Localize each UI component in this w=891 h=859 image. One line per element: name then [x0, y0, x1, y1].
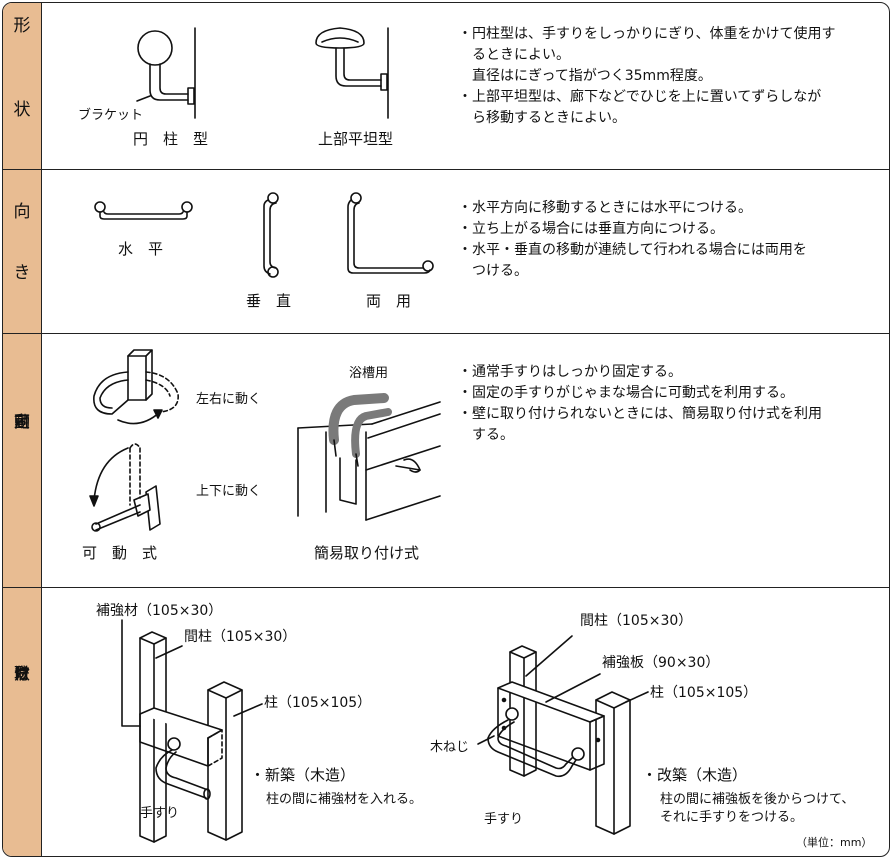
cylinder-type-label: 円 柱 型 — [133, 130, 209, 148]
bathtub-handrail-illustration — [298, 398, 440, 520]
renovation-desc-1: 柱の間に補強板を後からつけて、 — [660, 792, 855, 807]
bathtub-label: 浴槽用 — [349, 366, 389, 381]
vertical-rail-illustration — [264, 193, 278, 277]
side-direction-bottom: き — [13, 263, 31, 283]
movable-lr-illustration — [94, 350, 178, 424]
new-construction-title: ・新築（木造） — [250, 766, 356, 784]
right-pillar-label: 柱（105×105） — [650, 685, 758, 701]
side-shape-bottom: 状 — [13, 100, 31, 120]
divider-3 — [3, 587, 889, 588]
combined-rail-illustration — [348, 193, 433, 273]
flat-type-label: 上部平坦型 — [318, 130, 394, 148]
cylinder-handrail-illustration — [137, 28, 195, 118]
side-shape-top: 形 — [13, 16, 31, 36]
side-direction-top: 向 — [13, 202, 31, 222]
reinforcement-label: 補強材（105×30） — [96, 603, 223, 619]
movable-ud-illustration — [90, 444, 160, 531]
board-label: 補強板（90×30） — [602, 655, 720, 671]
left-pillar-label: 柱（105×105） — [264, 695, 372, 711]
renovation-desc-2: それに手すりをつける。 — [660, 810, 804, 825]
shape-notes: ・円柱型は、手すりをしっかりにぎり、体重をかけて使用す るときによい。 直径はに… — [458, 26, 836, 126]
renovation-title: ・改築（木造） — [642, 766, 748, 784]
right-stud-label: 間柱（105×30） — [580, 613, 693, 629]
new-construction-illustration — [122, 620, 262, 842]
right-handrail-label: 手すり — [484, 812, 524, 827]
left-handrail-label: 手すり — [140, 806, 180, 821]
flat-handrail-illustration — [316, 28, 388, 118]
divider-2 — [3, 333, 889, 334]
category-sidebar — [3, 3, 42, 856]
renovation-illustration — [478, 636, 648, 834]
unit-note: （単位：mm） — [796, 836, 873, 849]
screw-label: 木ねじ — [430, 740, 470, 755]
left-stud-label: 間柱（105×30） — [184, 629, 297, 645]
new-construction-desc: 柱の間に補強材を入れる。 — [266, 792, 423, 807]
both-label: 両 用 — [366, 292, 412, 310]
simple-mount-label: 簡易取り付け式 — [314, 544, 420, 562]
horizontal-rail-illustration — [95, 202, 192, 219]
left-right-label: 左右に動く — [196, 392, 262, 407]
direction-notes: ・水平方向に移動するときには水平につける。 ・立ち上がる場合には垂直方向につける… — [458, 200, 807, 279]
fixing-notes: ・通常手すりはしっかり固定する。 ・固定の手すりがじゃまな場合に可動式を利用する… — [458, 364, 822, 443]
divider-1 — [3, 169, 889, 170]
horizontal-label: 水 平 — [118, 240, 164, 258]
vertical-label: 垂 直 — [246, 292, 292, 310]
up-down-label: 上下に動く — [196, 484, 262, 499]
movable-type-label: 可 動 式 — [82, 544, 158, 562]
bracket-label: ブラケット — [78, 108, 144, 123]
